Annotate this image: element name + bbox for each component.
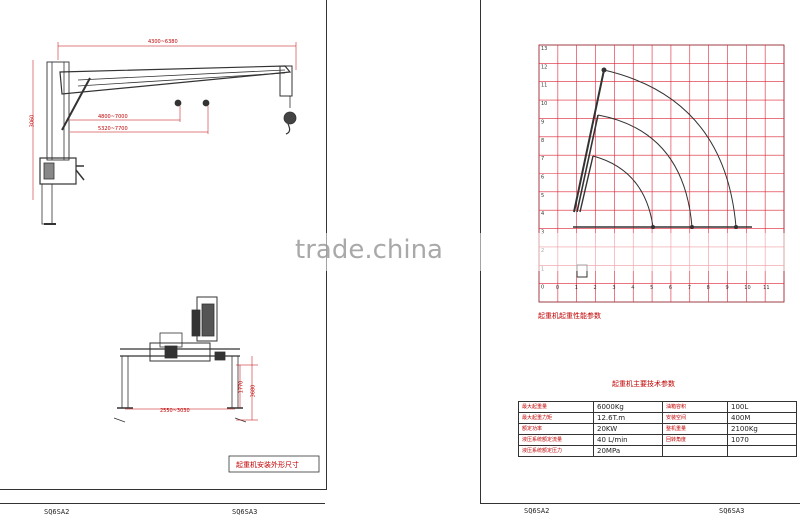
spec-cell-v2: 2100Kg [727,423,797,435]
dim-height-b: 3680 [250,384,257,398]
y-tick-label: 9 [541,119,544,125]
y-tick-label: 10 [541,101,547,107]
right-footer-label-a: SQ6SA2 [524,507,550,515]
spec-cell-v2: 400M [727,412,797,424]
y-tick-label: 2 [541,248,544,254]
x-tick-label: 3 [612,285,615,291]
x-tick-label: 1 [575,285,578,291]
dim-base-width: 2550~3030 [160,408,190,414]
spec-cell-l2: 油箱容积 [662,401,728,413]
x-tick-label: 0 [556,285,559,291]
y-tick-label: 6 [541,175,544,181]
spec-cell-v1: 40 L/min [593,434,663,446]
spec-cell-l2: 安装空间 [662,412,728,424]
y-tick-label: 8 [541,138,544,144]
spec-cell-v2: 100L [727,401,797,413]
left-footer-label-a: SQ6SA2 [44,508,70,516]
y-tick-label: 3 [541,230,544,236]
spec-cell-l2: 整机重量 [662,423,728,435]
spec-cell-l2: 回转角度 [662,434,728,446]
crane-front-elevation [113,296,258,423]
dim-reach-2: 5320~7700 [98,126,128,132]
spec-cell-v1: 20KW [593,423,663,435]
x-tick-label: 7 [688,285,691,291]
x-tick-label: 8 [707,285,710,291]
x-axis-ticks: 0 1 2 3 4 5 6 7 8 9 10 11 [556,285,770,291]
spec-cell-l1: 最大起重量 [518,401,594,413]
left-sheet-bottom-rule [0,503,325,504]
dim-height-left: 3060 [29,114,36,128]
left-footer-label-b: SQ6SA3 [232,508,258,516]
spec-cell-l1: 液压系统额定压力 [518,445,594,457]
dim-reach-1: 4800~7000 [98,114,128,120]
spec-cell-l2 [662,445,728,457]
y-tick-label: 4 [541,211,544,217]
spec-cell-l1: 额定功率 [518,423,594,435]
x-tick-label: 2 [594,285,597,291]
table-title: 起重机主要技术参数 [612,380,675,388]
y-tick-label: 11 [541,83,547,89]
spec-cell-l1: 最大起重力矩 [518,412,594,424]
chart-caption: 起重机起重性能参数 [538,312,601,320]
y-tick-label: 0 [541,285,544,291]
spec-cell-v2 [727,445,797,457]
spec-cell-v1: 6000Kg [593,401,663,413]
y-tick-label: 7 [541,156,544,162]
spec-cell-l1: 液压系统额定流量 [518,434,594,446]
x-tick-label: 10 [744,285,750,291]
spec-cell-v1: 12.6T.m [593,412,663,424]
right-footer-label-b: SQ6SA3 [719,507,745,515]
x-tick-label: 9 [725,285,728,291]
x-tick-label: 4 [631,285,634,291]
dim-height-a: 1770 [238,380,245,394]
y-tick-label: 1 [541,266,544,272]
left-caption: 起重机安装外形尺寸 [236,461,299,469]
caption-box-left [228,455,320,473]
x-tick-label: 6 [669,285,672,291]
x-tick-label: 5 [650,285,653,291]
y-tick-label: 12 [541,64,547,70]
dim-top-span: 4300~6380 [148,39,178,45]
crane-side-elevation [32,42,297,225]
x-tick-label: 11 [763,285,769,291]
spec-cell-v2: 1070 [727,434,797,446]
spec-cell-v1: 20MPa [593,445,663,457]
y-tick-label: 5 [541,193,544,199]
y-tick-label: 13 [541,46,547,52]
